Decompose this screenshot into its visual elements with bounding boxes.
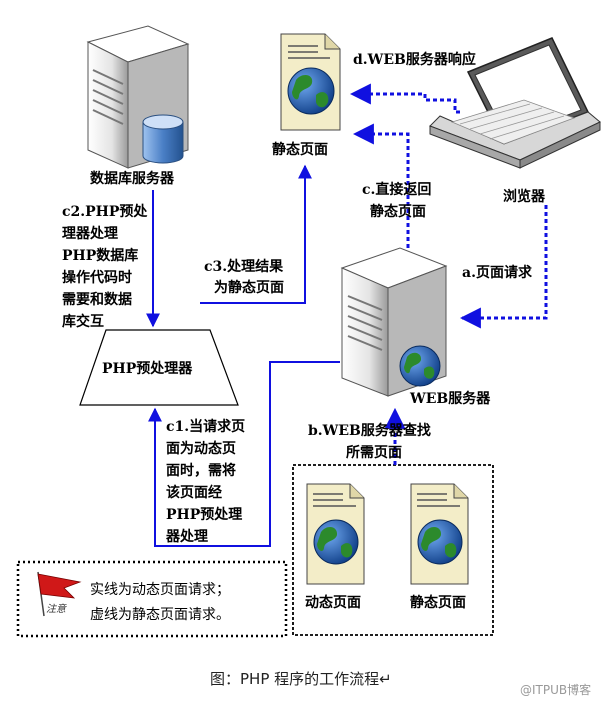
flag-icon — [37, 571, 82, 617]
static-page-top-icon — [280, 33, 341, 131]
legend-box — [16, 560, 288, 638]
db-server-icon — [86, 25, 190, 169]
figure-caption: 图：PHP 程序的工作流程↵ — [210, 670, 392, 688]
db-server-label: 数据库服务器 — [90, 170, 175, 187]
dynamic-page-icon — [306, 483, 365, 585]
arrow-c1-dynamic — [148, 361, 340, 547]
label-c-direct-2: 静态页面 — [370, 203, 426, 220]
label-c1-6: 器处理 — [165, 528, 208, 545]
label-c1-1: c1.当请求页 — [166, 418, 245, 435]
label-c2-4: 操作代码时 — [62, 269, 132, 286]
label-c1-4: 该页面经 — [166, 484, 222, 501]
arrow-a-request — [459, 205, 548, 329]
label-c1-5: PHP预处理 — [166, 506, 242, 523]
label-c2-3: PHP数据库 — [62, 247, 138, 264]
browser-label: 浏览器 — [503, 188, 546, 205]
arrow-c-direct — [352, 123, 410, 248]
web-server-label: WEB服务器 — [409, 390, 491, 407]
label-c2-2: 理器处理 — [62, 225, 118, 242]
php-processor-label: PHP预处理器 — [102, 360, 193, 377]
page-storage-box — [292, 464, 494, 636]
label-c1-2: 面为动态页 — [166, 440, 236, 457]
laptop-icon — [429, 37, 601, 169]
legend-solid: 实线为动态页面请求； — [90, 582, 230, 598]
static-page-bottom-label: 静态页面 — [410, 594, 466, 611]
dynamic-page-label: 动态页面 — [305, 594, 361, 611]
label-c1-3: 面时，需将 — [166, 462, 236, 479]
php-processor-box — [79, 329, 239, 406]
watermark: @ITPUB博客 — [520, 682, 591, 697]
label-c-direct-1: c.直接返回 — [362, 181, 431, 198]
legend-dotted: 虚线为静态页面请求。 — [90, 607, 230, 623]
label-c2-5: 需要和数据 — [62, 291, 132, 308]
label-a: a.页面请求 — [462, 264, 533, 281]
label-d: d.WEB服务器响应 — [353, 51, 476, 68]
static-page-top-label: 静态页面 — [272, 141, 328, 158]
flag-text: 注意 — [46, 603, 67, 615]
static-page-bottom-icon — [410, 483, 469, 585]
label-c3-2: 为静态页面 — [214, 279, 284, 296]
label-b-2: 所需页面 — [346, 444, 402, 461]
web-server-icon — [340, 247, 448, 397]
label-c2-1: c2.PHP预处 — [62, 203, 148, 220]
arrow-c3-result — [200, 164, 312, 304]
label-b-1: b.WEB服务器查找 — [308, 422, 431, 439]
label-c2-6: 库交互 — [62, 313, 104, 330]
arrow-d-response — [349, 83, 460, 114]
label-c3-1: c3.处理结果 — [204, 258, 284, 275]
